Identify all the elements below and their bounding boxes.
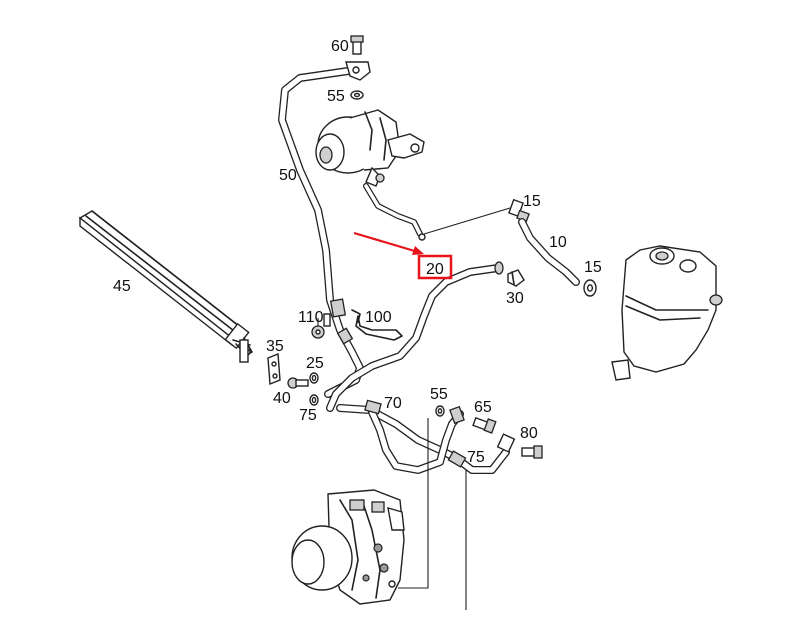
callout-20: 20 xyxy=(426,261,444,278)
callout-100: 100 xyxy=(365,309,392,326)
leader-lines xyxy=(317,207,511,610)
line-20 xyxy=(326,261,504,412)
o-ring-55a xyxy=(350,90,364,100)
clamp-30 xyxy=(507,269,525,287)
bolt-65 xyxy=(472,416,497,434)
o-ring-25 xyxy=(309,372,319,384)
callout-labels: 60 55 50 15 10 15 20 30 45 110 100 35 25… xyxy=(113,38,602,466)
hose-10 xyxy=(518,218,580,286)
fitting-near-55b xyxy=(449,405,465,425)
highlight-arrow xyxy=(353,231,424,255)
callout-50: 50 xyxy=(279,167,297,184)
callout-60: 60 xyxy=(331,38,349,55)
callout-45: 45 xyxy=(113,278,131,295)
bracket-100 xyxy=(351,309,403,341)
clamp-15b xyxy=(583,279,597,297)
callout-65: 65 xyxy=(474,399,492,416)
callout-75a: 75 xyxy=(299,407,317,424)
pump-outlet-line xyxy=(363,183,426,241)
callout-35: 35 xyxy=(266,338,284,355)
fitting-75b xyxy=(496,433,516,453)
callout-110: 110 xyxy=(298,309,324,326)
bracket-35 xyxy=(267,352,281,386)
highlight-box-20 xyxy=(417,254,453,280)
oil-cooler-45 xyxy=(78,210,253,363)
bolt-110 xyxy=(311,313,331,339)
callout-70: 70 xyxy=(384,395,402,412)
line-70 xyxy=(336,399,510,474)
callout-55a: 55 xyxy=(327,88,345,105)
bolt-60 xyxy=(345,35,371,81)
steering-pump xyxy=(315,109,425,187)
callout-15b: 15 xyxy=(584,259,602,276)
callout-75b: 75 xyxy=(467,449,485,466)
o-ring-75a xyxy=(309,394,319,406)
callout-80: 80 xyxy=(520,425,538,442)
callout-55b: 55 xyxy=(430,386,448,403)
bolt-80 xyxy=(521,445,543,459)
callout-25: 25 xyxy=(306,355,324,372)
o-ring-55b xyxy=(435,405,445,417)
callout-10: 10 xyxy=(549,234,567,251)
callout-40: 40 xyxy=(273,390,291,407)
callout-30: 30 xyxy=(506,290,524,307)
callout-15a: 15 xyxy=(523,193,541,210)
fluid-reservoir xyxy=(611,245,723,381)
steering-gear xyxy=(291,489,405,605)
bolt-40 xyxy=(287,377,309,389)
